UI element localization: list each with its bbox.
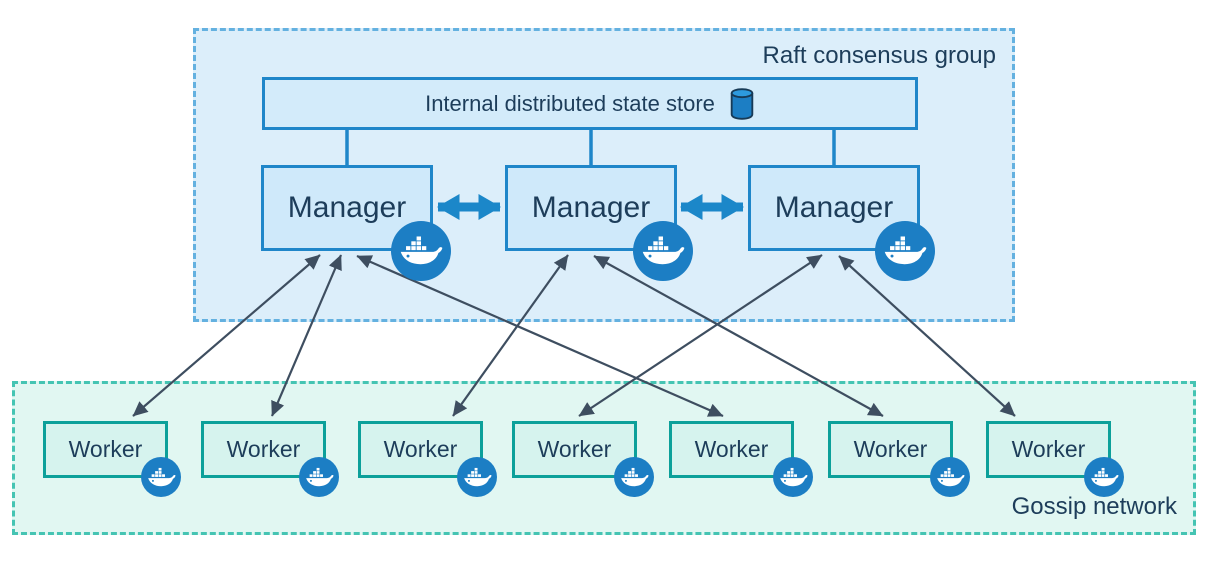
worker-label: Worker [383, 436, 458, 462]
worker-label: Worker [1011, 436, 1086, 462]
manager-label: Manager [287, 191, 407, 224]
worker-label: Worker [853, 436, 928, 462]
gossip-network-label: Gossip network [1011, 493, 1177, 520]
manager-label: Manager [531, 191, 651, 224]
worker-label: Worker [68, 436, 143, 462]
docker-whale-icon [299, 457, 339, 497]
raft-group-label: Raft consensus group [762, 42, 996, 69]
manager-label: Manager [774, 191, 894, 224]
worker-label: Worker [537, 436, 612, 462]
docker-whale-icon [773, 457, 813, 497]
worker-node-6: Worker [828, 421, 953, 478]
docker-whale-icon [633, 221, 693, 281]
docker-whale-icon [391, 221, 451, 281]
docker-whale-icon [614, 457, 654, 497]
worker-label: Worker [694, 436, 769, 462]
worker-node-4: Worker [512, 421, 637, 478]
worker-node-5: Worker [669, 421, 794, 478]
docker-whale-icon [141, 457, 181, 497]
state-store-label: Internal distributed state store [425, 90, 715, 116]
database-cylinder-icon [730, 87, 754, 120]
docker-whale-icon [1084, 457, 1124, 497]
worker-label: Worker [226, 436, 301, 462]
docker-whale-icon [457, 457, 497, 497]
docker-whale-icon [875, 221, 935, 281]
docker-whale-icon [930, 457, 970, 497]
state-store-node: Internal distributed state store [262, 77, 918, 130]
